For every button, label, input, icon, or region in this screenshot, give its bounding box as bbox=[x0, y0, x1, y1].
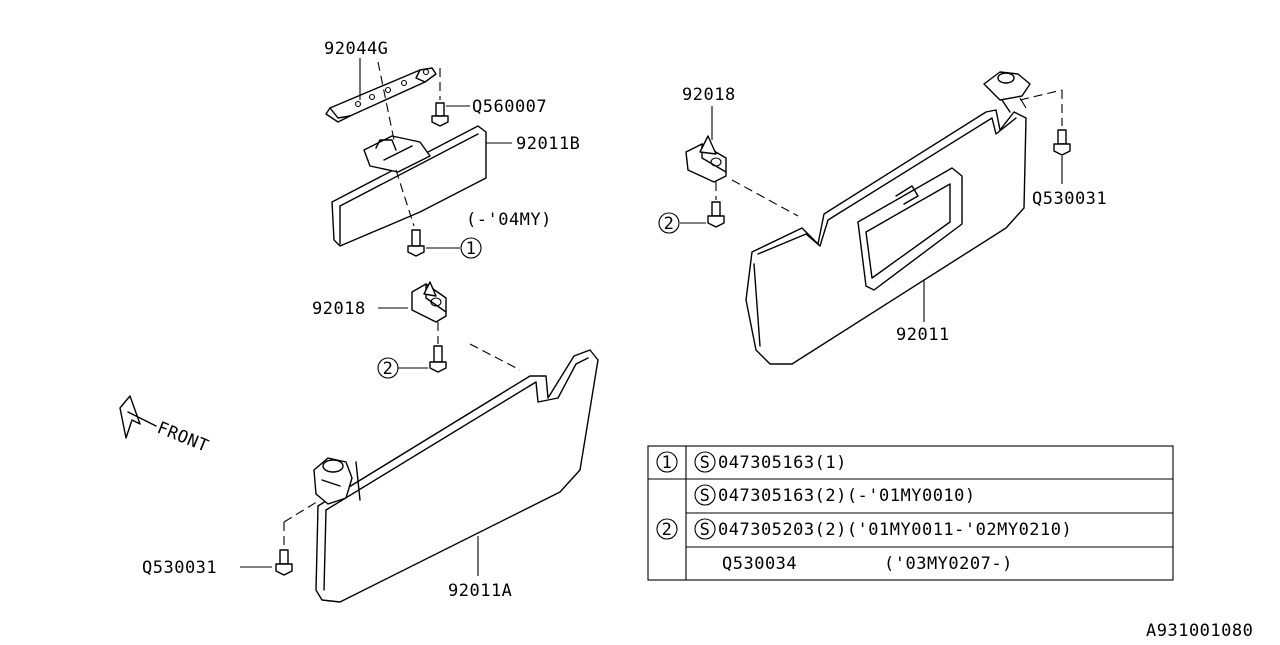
label-92011a: 92011A bbox=[448, 581, 512, 601]
callout-circle-2-top bbox=[658, 212, 680, 234]
callout-circle-1 bbox=[460, 237, 482, 259]
screw-q530031-right bbox=[1053, 129, 1071, 156]
screw-callout-2-left bbox=[429, 345, 447, 373]
s-mark-icon bbox=[694, 518, 716, 540]
callout-circle-2-left bbox=[377, 357, 399, 379]
s-mark-icon bbox=[694, 484, 716, 506]
s-mark-row1: S bbox=[700, 453, 711, 473]
label-92018-left: 92018 bbox=[312, 299, 366, 319]
label-q530031-left: Q530031 bbox=[142, 558, 217, 578]
table-marker-2: 2 bbox=[662, 520, 673, 540]
label-front: FRONT bbox=[154, 418, 211, 457]
visor-92011 bbox=[745, 71, 1031, 365]
table-row2-text: 047305163(2)(-'01MY0010) bbox=[718, 486, 976, 506]
table-row4-note: ('03MY0207-) bbox=[884, 554, 1013, 574]
label-92011: 92011 bbox=[896, 325, 950, 345]
screw-q560007 bbox=[431, 102, 449, 127]
table-marker-circle-2 bbox=[656, 518, 678, 540]
clip-92018-top bbox=[685, 135, 727, 183]
label-04my: (-'04MY) bbox=[466, 210, 552, 230]
visor-92011b bbox=[331, 125, 487, 247]
bracket-92044g bbox=[325, 67, 437, 123]
screw-callout-1 bbox=[407, 229, 425, 257]
callout-text-2-left: 2 bbox=[383, 359, 394, 379]
callout-text-2-top: 2 bbox=[664, 214, 675, 234]
visor-92011a-group bbox=[240, 281, 599, 603]
visor-92011b-group bbox=[325, 58, 512, 259]
table-marker-circle-1 bbox=[656, 451, 678, 473]
callout-text-1: 1 bbox=[466, 239, 477, 259]
label-q560007: Q560007 bbox=[472, 97, 547, 117]
screw-q530031-left bbox=[275, 549, 293, 576]
table-row4-part: Q530034 bbox=[722, 554, 797, 574]
visor-92011-group bbox=[658, 71, 1071, 365]
s-mark-row3: S bbox=[700, 520, 711, 540]
label-92044g: 92044G bbox=[324, 39, 388, 59]
screw-callout-2-top bbox=[707, 201, 725, 228]
front-arrow-icon bbox=[119, 395, 157, 439]
parts-table: 1 S 047305163(1) 2 S 047305163(2)(-'01MY… bbox=[647, 445, 1174, 581]
diagram-id: A931001080 bbox=[1146, 621, 1253, 640]
label-92018-top: 92018 bbox=[682, 85, 736, 105]
label-92011b: 92011B bbox=[516, 134, 580, 154]
label-q530031-right: Q530031 bbox=[1032, 189, 1107, 209]
visor-92011a bbox=[313, 349, 599, 603]
s-mark-row2: S bbox=[700, 486, 711, 506]
table-marker-1: 1 bbox=[662, 453, 673, 473]
table-row1-text: 047305163(1) bbox=[718, 453, 847, 473]
table-row3-text: 047305203(2)('01MY0011-'02MY0210) bbox=[718, 520, 1072, 540]
clip-92018-left bbox=[411, 281, 447, 323]
s-mark-icon bbox=[694, 451, 716, 473]
